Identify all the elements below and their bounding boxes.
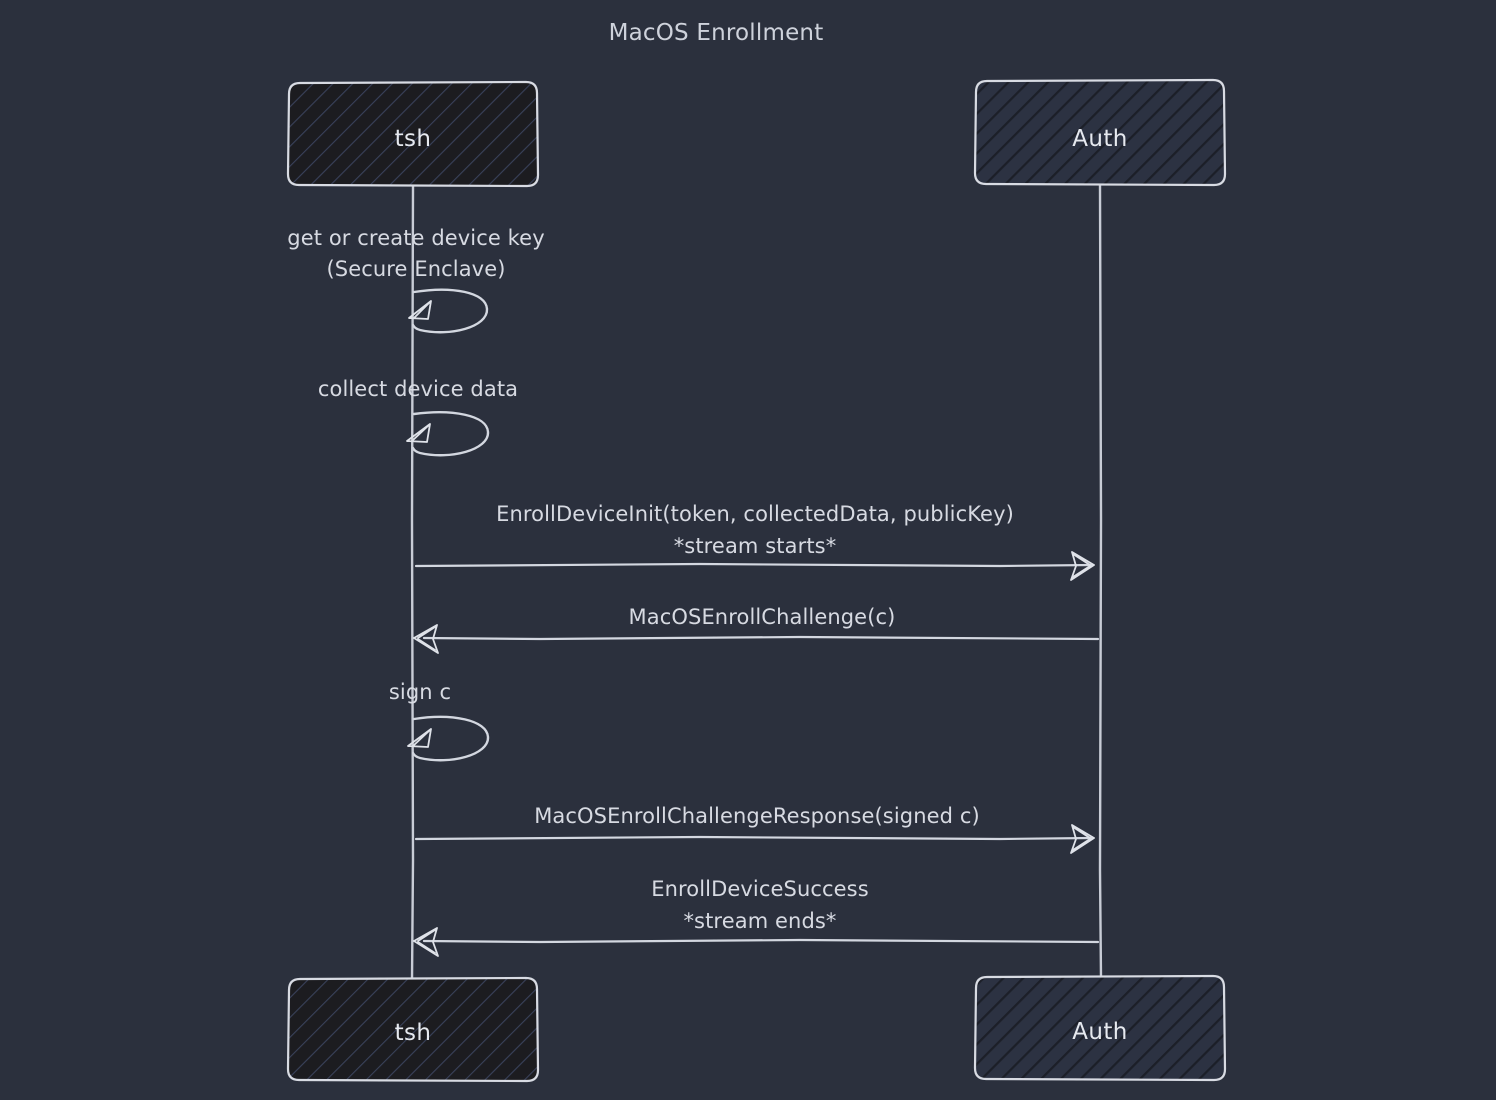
actor-box-shape [973,78,1227,187]
actor-box-shape [973,974,1227,1082]
message-1-label-line-2: (Secure Enclave) [326,257,505,281]
actor-label-tsh: tsh [395,1020,432,1046]
actor-label-auth: Auth [1072,126,1128,152]
actor-box-auth-bottom[interactable]: Auth [973,974,1227,1082]
actor-label-auth: Auth [1072,1019,1128,1045]
message-4-line [422,635,1100,641]
actor-box-auth-top[interactable]: Auth [973,78,1227,187]
message-5-loop-arc [411,715,490,762]
actor-box-tsh-bottom[interactable]: tsh [286,976,540,1083]
message-2-label-line-1: collect device data [318,377,518,401]
message-7-arrowhead [413,927,439,957]
page-title: MacOS Enrollment [609,20,824,46]
message-7-enroll-device-success[interactable]: EnrollDeviceSuccess *stream ends* [413,877,1100,957]
lifeline-auth [1098,183,1103,980]
lifeline-tsh [410,184,415,982]
message-1-arrowhead [408,300,432,320]
actor-box-shape [286,80,540,188]
message-5-label-line-1: sign c [389,680,451,704]
message-3-arrowhead [1070,551,1095,581]
actor-box-shape [286,976,540,1083]
message-4-macos-enroll-challenge[interactable]: MacOSEnrollChallenge(c) [413,605,1100,654]
message-4-arrowhead [413,624,439,654]
message-6-arrowhead [1070,824,1095,854]
message-1-loop-arc [411,288,489,334]
message-5-arrowhead [407,728,432,748]
message-7-label-line-1: EnrollDeviceSuccess [651,877,869,901]
message-2-self-collect-device-data[interactable]: collect device data [318,377,518,457]
message-3-label-line-1: EnrollDeviceInit(token, collectedData, p… [496,502,1014,526]
actor-box-tsh-top[interactable]: tsh [286,80,540,188]
message-3-line [414,562,1094,568]
message-7-label-line-2: *stream ends* [683,909,836,933]
message-7-line [422,938,1100,944]
message-2-loop-arc [411,411,490,457]
message-5-self-sign-c[interactable]: sign c [389,680,490,762]
message-6-macos-enroll-challenge-response[interactable]: MacOSEnrollChallengeResponse(signed c) [414,804,1095,854]
message-3-enroll-device-init[interactable]: EnrollDeviceInit(token, collectedData, p… [414,502,1095,581]
actor-label-tsh: tsh [395,126,432,152]
message-1-self-get-or-create-device-key[interactable]: get or create device key (Secure Enclave… [287,226,545,334]
message-1-label-line-1: get or create device key [287,226,544,250]
message-3-label-line-2: *stream starts* [674,534,837,558]
message-6-label-line-1: MacOSEnrollChallengeResponse(signed c) [534,804,980,828]
message-4-label-line-1: MacOSEnrollChallenge(c) [629,605,896,629]
message-2-arrowhead [406,423,431,443]
message-6-line [414,835,1094,841]
